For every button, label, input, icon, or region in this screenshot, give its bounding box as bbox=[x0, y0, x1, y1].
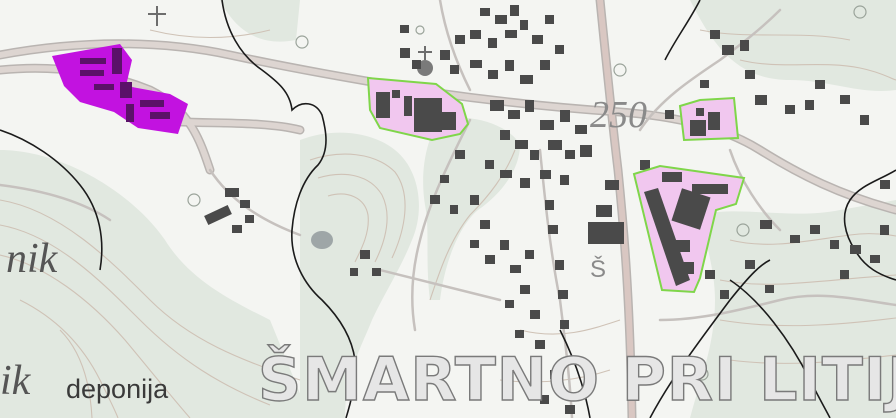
buildings bbox=[204, 5, 890, 414]
place-label-partial-southwest: ik bbox=[0, 358, 31, 404]
landfill-zone[interactable] bbox=[52, 44, 188, 134]
industrial-zone-northeast[interactable] bbox=[678, 96, 740, 142]
contour-elevation-label: 250 bbox=[590, 94, 647, 136]
place-label-partial-west: nik bbox=[6, 236, 58, 282]
map-symbols bbox=[187, 5, 867, 381]
river-symbol-label: Š bbox=[590, 256, 607, 283]
contour-lines bbox=[0, 29, 896, 418]
landfill-label: deponija bbox=[66, 374, 169, 404]
settlement-name-label: ŠMARTNO PRI LITIJI bbox=[257, 345, 896, 415]
industrial-zone-west[interactable] bbox=[366, 76, 470, 142]
industrial-zone-east[interactable] bbox=[632, 164, 746, 294]
cross-icon bbox=[148, 6, 432, 60]
pond bbox=[311, 231, 333, 249]
